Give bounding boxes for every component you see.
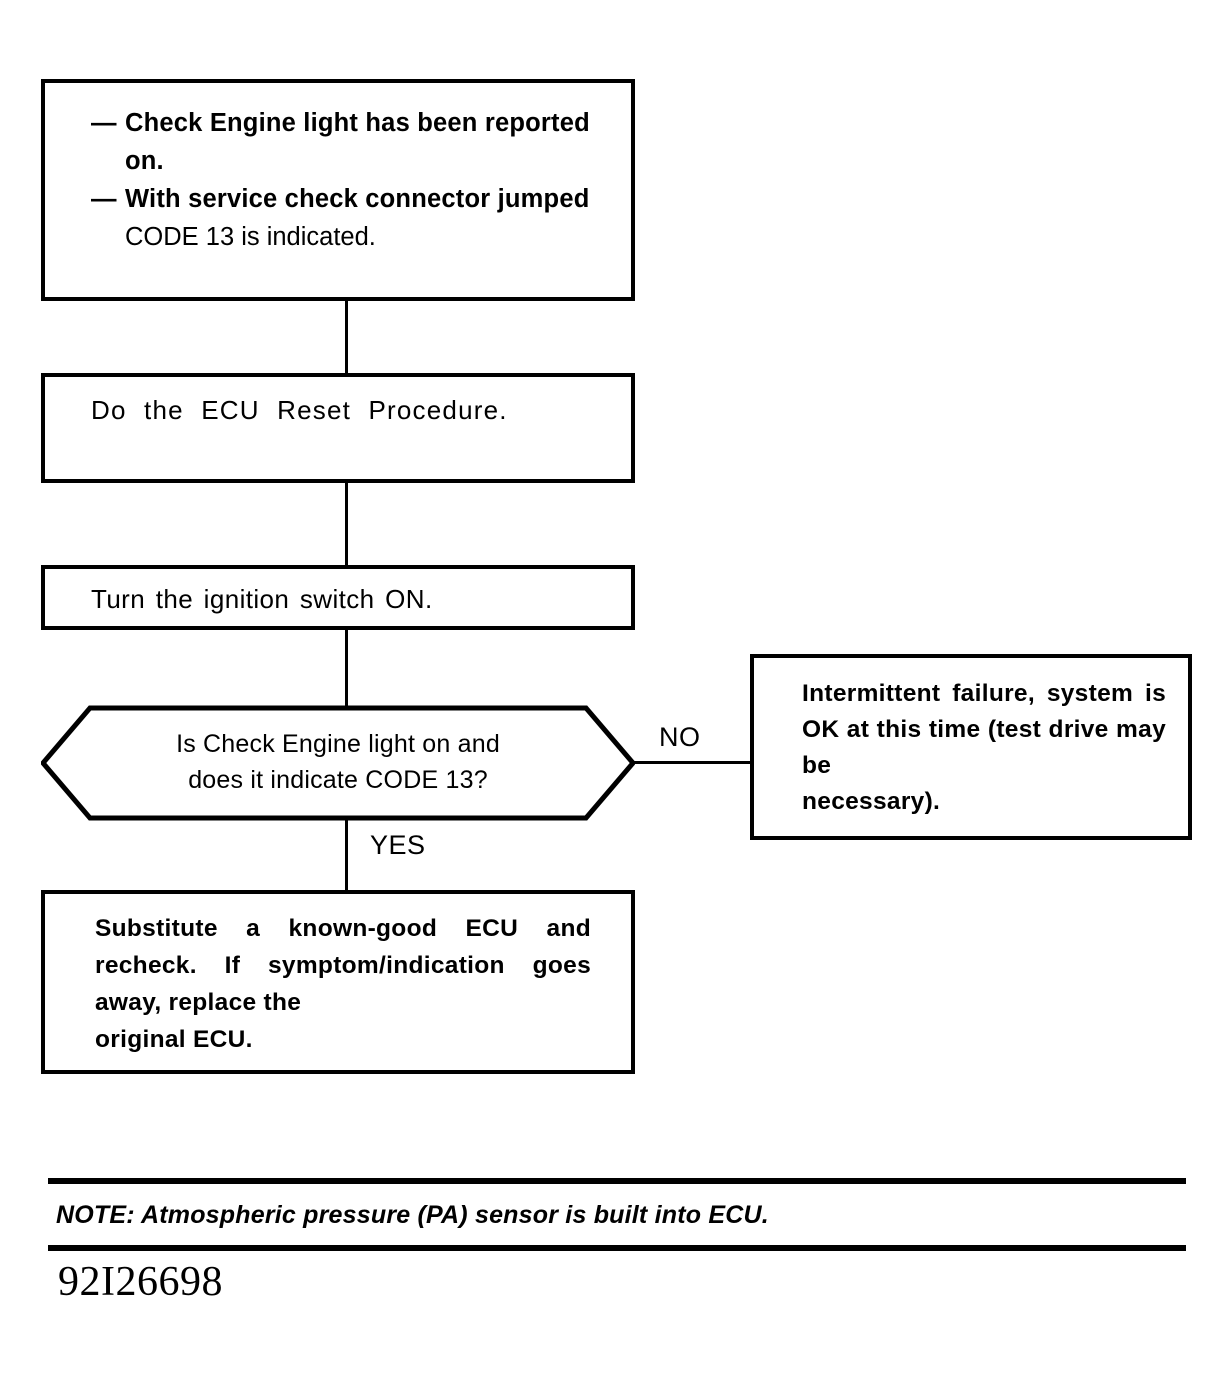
figure-id: 92I26698 — [58, 1259, 223, 1305]
list-item: — With service check connector jumped CO… — [91, 180, 621, 256]
substitute-body: Substitute a known-good ECU and recheck.… — [95, 915, 591, 1016]
note-rule-top — [48, 1178, 1186, 1184]
symptom-text-1: Check Engine light has been reported on. — [125, 104, 621, 180]
connector-yes-branch — [345, 819, 348, 890]
symptom-text-2: With service check connector jumped CODE… — [125, 180, 621, 256]
note-block: NOTE: Atmospheric pressure (PA) sensor i… — [48, 1178, 1186, 1251]
symptom-bold-2: With service check connector jumped — [125, 185, 590, 213]
connector-no-branch — [633, 761, 752, 764]
dash-bullet-icon: — — [91, 109, 117, 137]
symptom-list: — Check Engine light has been reported o… — [91, 104, 621, 256]
node-decision-code13: Is Check Engine light on and does it ind… — [41, 705, 635, 821]
connector-symptoms-to-reset — [345, 301, 348, 373]
node-substitute-label: Substitute a known-good ECU and recheck.… — [95, 910, 591, 1058]
note-rule-bottom — [48, 1245, 1186, 1251]
symptom-plain-2: CODE 13 is indicated. — [125, 223, 376, 251]
dash-bullet-icon: — — [91, 185, 117, 213]
node-ecu-reset: Do the ECU Reset Procedure. — [41, 373, 635, 483]
node-intermittent-label: Intermittent failure, system is OK at th… — [802, 676, 1166, 820]
node-intermittent-failure: Intermittent failure, system is OK at th… — [750, 654, 1192, 840]
branch-label-no: NO — [659, 722, 701, 752]
decision-line-1: Is Check Engine light on and — [176, 730, 500, 758]
node-ecu-reset-label: Do the ECU Reset Procedure. — [91, 395, 508, 425]
note-text: NOTE: Atmospheric pressure (PA) sensor i… — [56, 1201, 769, 1229]
symptom-bold-1: Check Engine light has been reported on. — [125, 109, 590, 175]
node-decision-label: Is Check Engine light on and does it ind… — [111, 726, 565, 798]
list-item: — Check Engine light has been reported o… — [91, 104, 621, 180]
node-symptoms: — Check Engine light has been reported o… — [41, 79, 635, 301]
branch-label-yes: YES — [370, 830, 426, 860]
substitute-last-line: original ECU. — [95, 1026, 253, 1053]
node-substitute-ecu: Substitute a known-good ECU and recheck.… — [41, 890, 635, 1074]
intermittent-body: Intermittent failure, system is OK at th… — [802, 680, 1166, 779]
connector-reset-to-ignition — [345, 483, 348, 565]
node-ignition-label: Turn the ignition switch ON. — [91, 584, 433, 614]
intermittent-last-line: necessary). — [802, 788, 941, 815]
decision-line-2: does it indicate CODE 13? — [188, 766, 488, 794]
node-ignition: Turn the ignition switch ON. — [41, 565, 635, 630]
connector-ignition-to-decision — [345, 630, 348, 707]
